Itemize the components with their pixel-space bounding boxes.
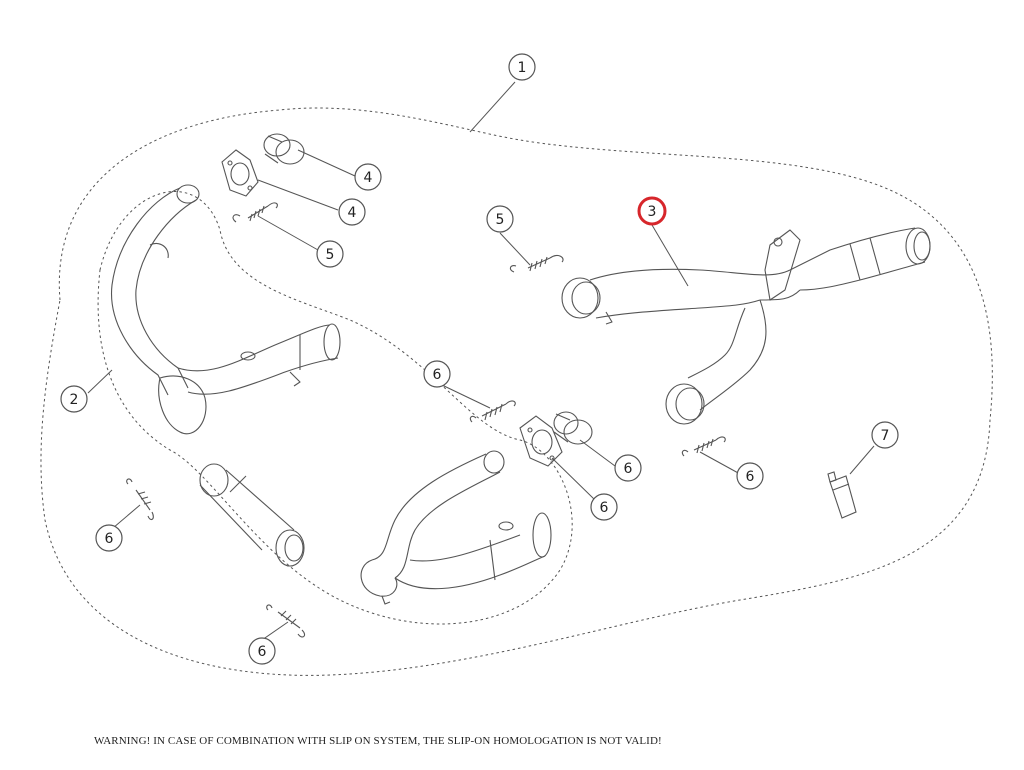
callout-5-bubble: 5 — [486, 205, 514, 233]
callout-2-bubble: 2 — [60, 385, 88, 413]
callout-layer: 1 2 3 4 4 5 5 6 6 6 6 6 6 7 — [60, 53, 899, 665]
callout-number: 6 — [600, 500, 609, 516]
callout-number: 4 — [364, 170, 373, 186]
callout-4-bubble: 4 — [354, 163, 382, 191]
callout-number: 6 — [433, 367, 442, 383]
callout-6-bubble: 6 — [248, 637, 276, 665]
callout-3-bubble: 3 — [637, 196, 667, 226]
callout-6-bubble: 6 — [95, 524, 123, 552]
callout-circle — [338, 198, 366, 226]
callout-circle — [637, 196, 667, 226]
spring-4 — [681, 436, 726, 457]
callout-number: 5 — [326, 247, 335, 263]
gasket-ring-top — [263, 133, 305, 165]
callout-6-bubble: 6 — [423, 360, 451, 388]
catalytic-canister — [199, 463, 305, 567]
callout-number: 6 — [624, 461, 633, 477]
callout-number: 6 — [105, 531, 114, 547]
callout-circle — [316, 240, 344, 268]
flange-top — [221, 149, 259, 197]
callout-number: 4 — [348, 205, 357, 221]
spring-3 — [469, 400, 516, 423]
callout-number: 1 — [518, 60, 527, 76]
callout-circle — [248, 637, 276, 665]
callout-circle — [736, 462, 764, 490]
callout-circle — [614, 454, 642, 482]
rear-header-pipe — [360, 450, 552, 605]
kit-boundary-outline — [40, 107, 993, 676]
callout-number: 5 — [496, 212, 505, 228]
flange-middle — [519, 415, 563, 467]
spring-6 — [266, 604, 306, 638]
spring-2 — [509, 254, 564, 273]
callout-circle — [423, 360, 451, 388]
header-group-boundary — [97, 191, 573, 625]
callout-number: 6 — [746, 469, 755, 485]
spring-5 — [126, 478, 154, 521]
callout-circle — [60, 385, 88, 413]
callout-circle — [486, 205, 514, 233]
callout-5-bubble: 5 — [316, 240, 344, 268]
callout-circle — [354, 163, 382, 191]
homologation-warning: WARNING! IN CASE OF COMBINATION WITH SLI… — [94, 735, 662, 747]
callout-circle — [590, 493, 618, 521]
sealant-tube — [827, 471, 857, 519]
callout-number: 7 — [881, 428, 890, 444]
front-header-pipe — [110, 184, 341, 435]
callout-circle — [871, 421, 899, 449]
callout-circle — [95, 524, 123, 552]
gasket-ring-middle — [553, 411, 593, 445]
callout-7-bubble: 7 — [871, 421, 899, 449]
callout-number: 2 — [70, 392, 79, 408]
leader-lines — [87, 81, 875, 641]
callout-6-bubble: 6 — [614, 454, 642, 482]
callout-circle — [508, 53, 536, 81]
callout-1-bubble: 1 — [508, 53, 536, 81]
callout-number: 6 — [258, 644, 267, 660]
y-link-pipe — [561, 227, 931, 425]
spring-1 — [232, 202, 278, 223]
callout-number: 3 — [648, 204, 657, 220]
callout-6-bubble: 6 — [590, 493, 618, 521]
callout-6-bubble: 6 — [736, 462, 764, 490]
callout-4-bubble: 4 — [338, 198, 366, 226]
